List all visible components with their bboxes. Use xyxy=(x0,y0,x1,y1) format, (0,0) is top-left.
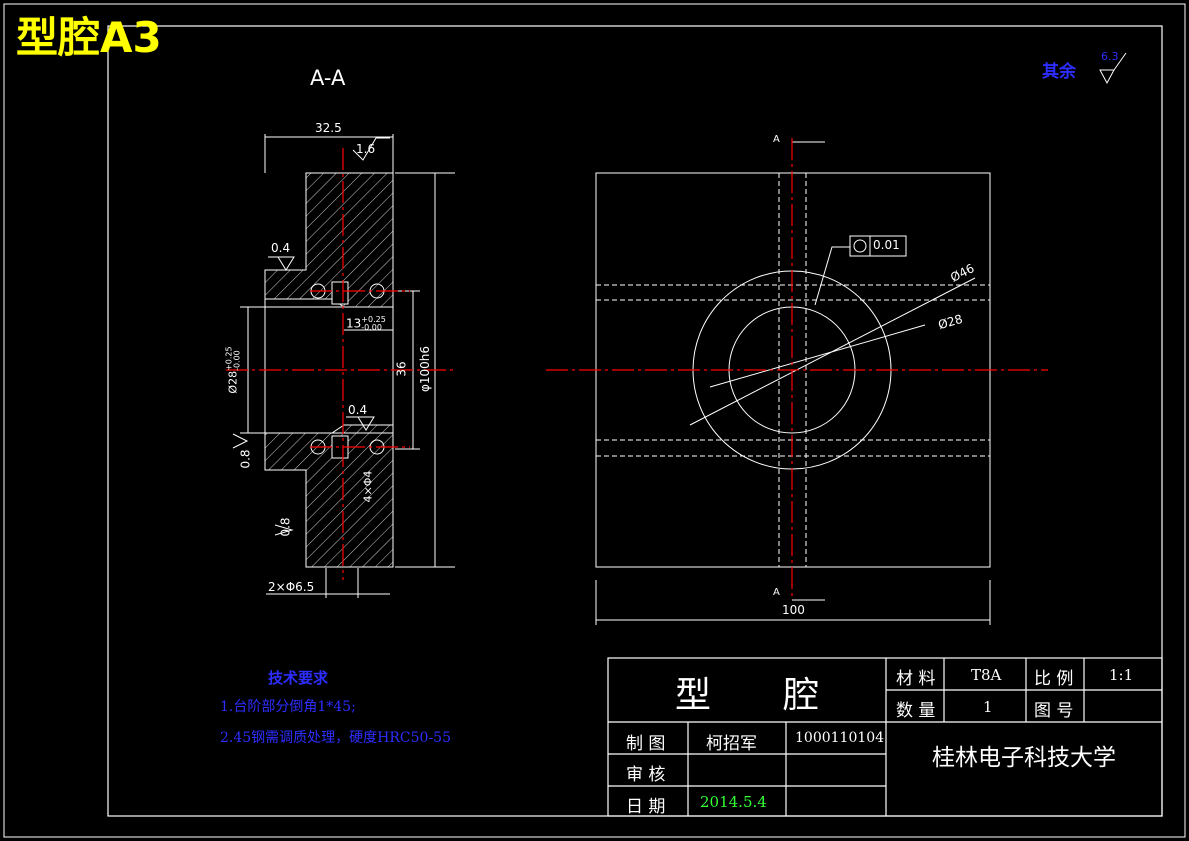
scale-value: 1:1 xyxy=(1109,666,1134,684)
dim-holes-side: 4×Φ4 xyxy=(361,470,375,503)
roughness-top: 1.6 xyxy=(356,142,376,156)
cut-mark-top: A xyxy=(773,134,780,145)
dim-step-tol-upper: +0.25 xyxy=(361,315,386,324)
title-block xyxy=(607,657,1163,817)
quantity-label: 数 量 xyxy=(896,701,936,721)
student-id: 1000110104 xyxy=(795,730,885,746)
section-view xyxy=(232,52,1127,598)
dim-bore: Ø28+0.25-0.00 xyxy=(225,346,242,394)
surface-note-label: 其余 xyxy=(1042,62,1076,82)
section-label: A-A xyxy=(310,66,346,90)
drawn-by: 柯招军 xyxy=(706,734,757,754)
plan-view xyxy=(595,141,991,625)
dim-outer: φ100h6 xyxy=(418,345,433,393)
part-name: 型 腔 xyxy=(675,675,820,716)
roughness-inner: 0.4 xyxy=(348,403,368,417)
section-hatch-top xyxy=(264,172,394,308)
dim-bore-value: Ø28 xyxy=(226,370,240,394)
date-value: 2014.5.4 xyxy=(700,793,767,811)
date-label: 日 期 xyxy=(626,797,666,817)
tech-heading: 技术要求 xyxy=(268,669,329,687)
material-value: T8A xyxy=(971,666,1002,684)
dim-inner: 36 xyxy=(394,361,409,377)
dim-step: 13+0.25-0.00 xyxy=(346,316,386,332)
material-label: 材 料 xyxy=(896,669,936,689)
dim-width: 32.5 xyxy=(315,121,342,135)
dim-holes-bottom: 2×Φ6.5 xyxy=(268,580,315,594)
dim-plan-width: 100 xyxy=(782,603,805,617)
roughness-lower-left: 0.8 xyxy=(238,449,253,469)
dim-step-nominal: 13 xyxy=(346,316,362,331)
cut-mark-bottom: A xyxy=(773,587,780,598)
roughness-upper-step: 0.4 xyxy=(271,241,291,255)
tech-item: 2.45钢需调质处理，硬度HRC50-55 xyxy=(220,730,451,746)
outer-border xyxy=(3,3,1186,838)
drawn-label: 制 图 xyxy=(626,734,666,754)
drawing-no-label: 图 号 xyxy=(1034,701,1074,721)
scale-label: 比 例 xyxy=(1034,669,1074,689)
roughness-bottom-left: 0.8 xyxy=(278,517,293,537)
quantity-value: 1 xyxy=(983,698,993,716)
dim-bore-tol-lower: -0.00 xyxy=(232,350,242,371)
section-outline xyxy=(264,172,394,568)
surface-roughness-value: 6.3 xyxy=(1101,50,1119,63)
checked-label: 审 核 xyxy=(626,765,666,785)
surface-note: 其余 xyxy=(1042,57,1076,82)
dim-step-tol-lower: -0.00 xyxy=(361,323,382,332)
school-name: 桂林电子科技大学 xyxy=(932,745,1116,771)
tech-item: 1.台阶部分倒角1*45; xyxy=(220,699,356,715)
sheet-title: 型腔A3 xyxy=(16,13,162,62)
tolerance-frame: 0.01 xyxy=(873,238,900,252)
